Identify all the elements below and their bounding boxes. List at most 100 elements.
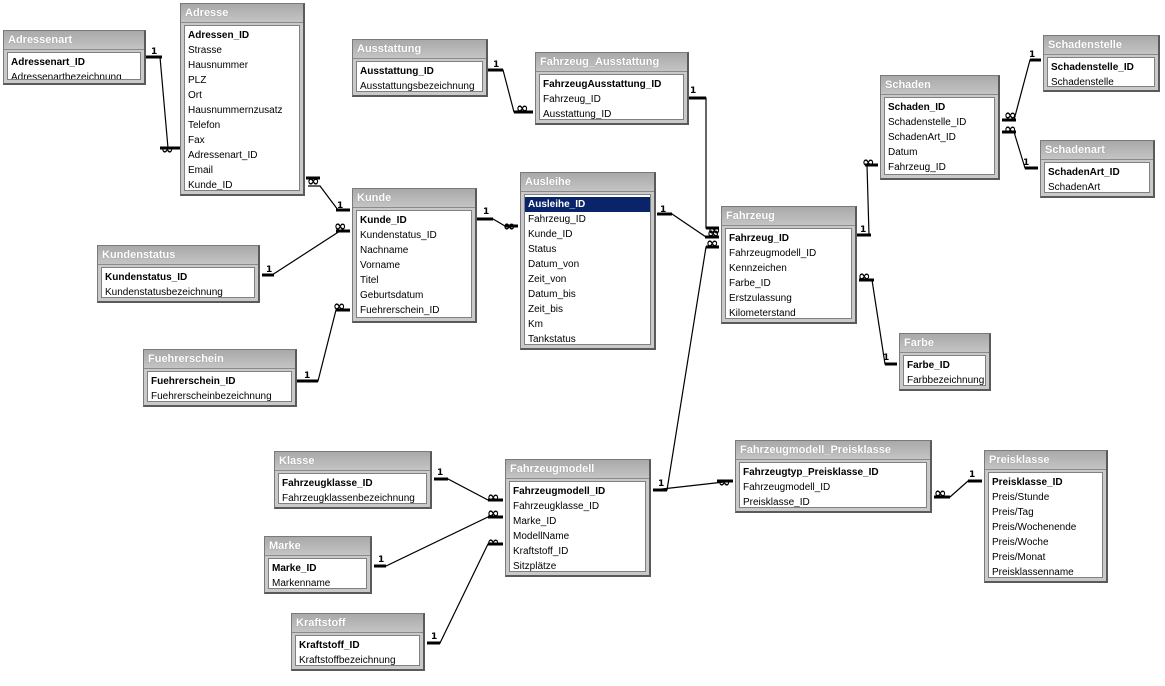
field[interactable]: SchadenArt [1048,182,1101,193]
primary-key-field[interactable]: FahrzeugAusstattung_ID [543,79,662,90]
field[interactable]: Geburtsdatum [360,290,424,301]
field-list[interactable]: Schadenstelle_ID Schadenstelle [1047,57,1155,87]
primary-key-field[interactable]: Fahrzeugklasse_ID [282,478,373,489]
table-title[interactable]: Kraftstoff [292,614,423,633]
relationship-line[interactable] [262,230,350,276]
table-title[interactable]: Ausstattung [353,40,486,59]
primary-key-field[interactable]: Kraftstoff_ID [299,640,360,651]
relationship-line[interactable] [479,218,518,227]
field[interactable]: Fahrzeugklassenbezeichnung [282,493,415,504]
field[interactable]: Farbe_ID [729,278,771,289]
table-title[interactable]: Fahrzeug [722,207,855,226]
field[interactable]: Fax [188,135,205,146]
relationship-line[interactable] [308,185,339,211]
field[interactable]: Vorname [360,260,401,271]
primary-key-field[interactable]: Kunde_ID [360,215,407,226]
field[interactable]: Fahrzeugmodell_ID [729,248,817,259]
field[interactable]: Tankstatus [528,334,576,345]
field[interactable]: Adressenartbezeichnung [11,72,122,80]
field[interactable]: Farbbezeichnung [907,375,985,386]
table-title[interactable]: Klasse [275,452,430,471]
relationship-line[interactable] [859,164,878,236]
field[interactable]: Erstzulassung [729,293,792,304]
relationship-line[interactable] [374,516,503,567]
field[interactable]: Markenname [272,578,331,589]
primary-key-field[interactable]: Ausstattung_ID [360,66,434,77]
field[interactable]: SchadenArt_ID [888,132,956,143]
field[interactable]: Kunde_ID [528,229,573,240]
field-list[interactable]: Adressenart_ID Adressenartbezeichnung [7,52,141,80]
relationship-line[interactable] [427,543,503,644]
table-title[interactable]: Fahrzeugmodell [506,460,649,479]
field[interactable]: PLZ [188,75,207,86]
field[interactable]: Schadenstelle [1051,77,1114,87]
field-list[interactable]: SchadenArt_ID SchadenArt [1044,162,1150,193]
relationship-line[interactable] [652,480,734,491]
field[interactable]: Datum_bis [528,289,576,300]
table-title[interactable]: Fahrzeugmodell_Preisklasse [736,441,930,460]
relationship-line[interactable] [1002,59,1040,121]
field[interactable]: Titel [360,275,379,286]
table-title[interactable]: Schadenstelle [1044,36,1158,55]
field[interactable]: Kundenstatus_ID [360,230,437,241]
relationship-line[interactable] [299,309,350,382]
table-title[interactable]: Kunde [353,189,475,208]
field[interactable]: Kraftstoffbezeichnung [299,655,396,666]
table-title[interactable]: Schaden [881,76,998,95]
field[interactable]: Zeit_von [528,274,567,285]
relationship-line[interactable] [934,480,982,498]
relationship-line[interactable] [657,213,719,238]
relationship-line[interactable] [690,97,719,229]
field[interactable]: Preis/Woche [992,537,1049,548]
table-title[interactable]: Preisklasse [985,451,1106,470]
field-list[interactable]: Kraftstoff_ID Kraftstoffbezeichnung [295,635,420,666]
field[interactable]: Adressenart_ID [188,150,258,161]
primary-key-field[interactable]: Fahrzeug_ID [729,233,790,244]
field[interactable]: Strasse [188,45,222,56]
primary-key-field[interactable]: Schadenstelle_ID [1051,62,1134,73]
field[interactable]: Ort [188,90,202,101]
relationship-line[interactable] [1002,131,1038,169]
field[interactable]: Datum [888,147,918,158]
field[interactable]: ModellName [513,531,570,542]
primary-key-field[interactable]: Kundenstatus_ID [105,272,188,283]
relationship-line[interactable] [434,478,503,501]
primary-key-field[interactable]: SchadenArt_ID [1048,167,1120,178]
field[interactable]: Km [528,319,543,330]
primary-key-field[interactable]: Adressenart_ID [11,57,85,68]
field-list[interactable]: Kundenstatus_ID Kundenstatusbezeichnung [101,267,255,298]
table-title[interactable]: Marke [265,537,370,556]
field[interactable]: Preisklassenname [992,567,1074,578]
field[interactable]: Fuehrerscheinbezeichnung [151,391,272,402]
field[interactable]: Kundenstatusbezeichnung [105,287,223,298]
field[interactable]: Preisklasse_ID [743,497,810,508]
field[interactable]: Preis/Tag [992,507,1034,518]
table-title[interactable]: Schadenart [1041,141,1153,160]
field[interactable]: Kraftstoff_ID [513,546,569,557]
field[interactable]: Fuehrerschein_ID [360,305,440,316]
field[interactable]: Hausnummer [188,60,249,71]
